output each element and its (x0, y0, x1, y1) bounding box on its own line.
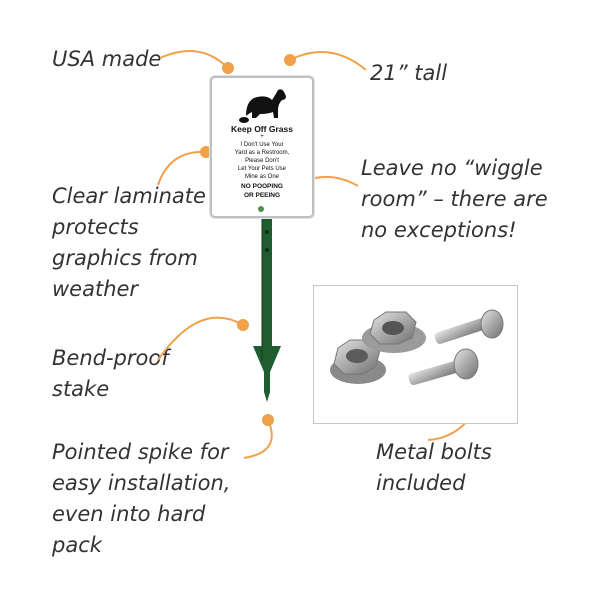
callout-tall: 21” tall (370, 61, 448, 85)
callout-line: Bend-proof (52, 346, 169, 370)
sign-mounting-hole (258, 206, 264, 212)
callout-line: no exceptions! (361, 218, 517, 242)
callout-clear-laminate: Clear laminate protects graphics from we… (52, 181, 206, 305)
callout-line: Leave no “wiggle (361, 156, 543, 180)
callout-usa-made: USA made (52, 47, 162, 71)
bolt-icon (408, 348, 479, 386)
callout-line: easy installation, (52, 471, 231, 495)
dog-pooping-icon (239, 89, 286, 123)
sign-line: Yard as a Restroom, (234, 150, 290, 156)
callout-line: pack (52, 533, 102, 557)
callout-leave-no-wiggle: Leave no “wiggle room” – there are no ex… (361, 153, 548, 246)
callout-line: included (376, 471, 466, 495)
callout-line: Clear laminate (52, 184, 206, 208)
sign-warning-line: OR PEEING (243, 192, 281, 199)
sign-line: Let Your Pets Use (237, 166, 287, 172)
callout-line: even into hard (52, 502, 206, 526)
sign-line: Please Don't (245, 158, 279, 164)
callout-line: room” – there are (361, 187, 548, 211)
callout-pointed-spike: Pointed spike for easy installation, eve… (52, 437, 230, 561)
bolts-photo (313, 285, 518, 424)
sign-warning-line: NO POOPING (241, 183, 283, 190)
arrow-spike-icon (253, 346, 281, 402)
callout-line: Pointed spike for (52, 440, 229, 464)
connector-bend (157, 316, 244, 361)
connector-tall (289, 51, 367, 71)
sign-line: I Don't Use Your (240, 142, 284, 148)
callout-dots (200, 54, 498, 426)
hex-nut-icon (330, 339, 386, 384)
connector-usa-made (159, 50, 229, 69)
sign-plus: + (260, 134, 264, 140)
connector-laminate (157, 150, 207, 186)
stake (253, 214, 281, 402)
callout-line: stake (52, 377, 110, 401)
keep-off-grass-sign: Keep Off Grass + I Don't Use Your Yard a… (210, 76, 314, 218)
sign-line: Mine as One (244, 174, 280, 180)
callout-line: protects (52, 215, 139, 239)
callout-bend-proof: Bend-proof stake (52, 343, 169, 405)
callout-line: graphics from (52, 246, 198, 270)
flange-nut-icon (362, 311, 426, 353)
callout-line: weather (52, 277, 139, 301)
bolt-icon (434, 309, 504, 344)
callout-metal-bolts: Metal bolts included (376, 437, 492, 499)
sign-title: Keep Off Grass (231, 124, 293, 134)
bolts-nuts-illustration (330, 309, 504, 386)
callout-line: Metal bolts (376, 440, 492, 464)
